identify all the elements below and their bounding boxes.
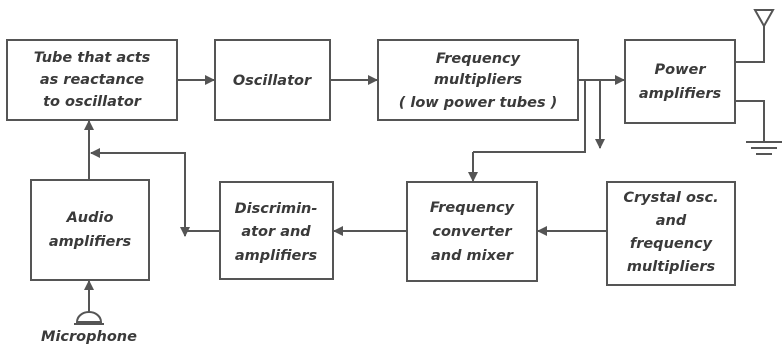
block-reactance-tube: Tube that acts as reactance to oscillato… <box>6 39 178 121</box>
discriminator-line-1: Discrimin- <box>235 201 318 217</box>
microphone-icon <box>74 296 104 325</box>
power-amplifiers-line-2: amplifiers <box>639 86 722 102</box>
block-oscillator: Oscillator <box>214 39 331 121</box>
crystal-osc-line-2: and <box>656 213 687 229</box>
audio-amplifiers-line-1: Audio <box>66 210 114 226</box>
block-frequency-converter: Frequency converter and mixer <box>406 181 538 282</box>
crystal-osc-line-3: frequency <box>630 236 713 252</box>
oscillator-label: Oscillator <box>233 73 312 89</box>
microphone-label: Microphone <box>41 329 137 345</box>
antenna-icon <box>735 9 775 63</box>
freq-multipliers-line-2: multipliers <box>434 72 523 88</box>
wire-multipliers-tap <box>473 80 586 153</box>
crystal-osc-line-1: Crystal osc. <box>623 190 718 206</box>
freq-multipliers-line-3: ( low power tubes ) <box>399 95 558 111</box>
discriminator-line-2: ator and <box>241 224 311 240</box>
block-power-amplifiers: Power amplifiers <box>624 39 736 124</box>
freq-multipliers-line-1: Frequency <box>436 51 521 67</box>
freq-converter-line-1: Frequency <box>430 200 515 216</box>
crystal-osc-line-4: multipliers <box>627 259 716 275</box>
block-audio-amplifiers: Audio amplifiers <box>30 179 150 281</box>
power-amplifiers-line-1: Power <box>655 62 707 78</box>
freq-converter-line-3: and mixer <box>431 248 514 264</box>
reactance-tube-line-2: as reactance <box>40 72 144 88</box>
audio-amplifiers-line-2: amplifiers <box>49 234 132 250</box>
block-discriminator: Discrimin- ator and amplifiers <box>219 181 334 280</box>
ground-icon <box>735 100 782 155</box>
block-frequency-multipliers: Frequency multipliers ( low power tubes … <box>377 39 579 121</box>
reactance-tube-line-3: to oscillator <box>43 94 142 110</box>
discriminator-line-3: amplifiers <box>235 248 318 264</box>
block-crystal-oscillator: Crystal osc. and frequency multipliers <box>606 181 736 286</box>
reactance-tube-line-1: Tube that acts <box>34 50 151 66</box>
freq-converter-line-2: converter <box>432 224 512 240</box>
